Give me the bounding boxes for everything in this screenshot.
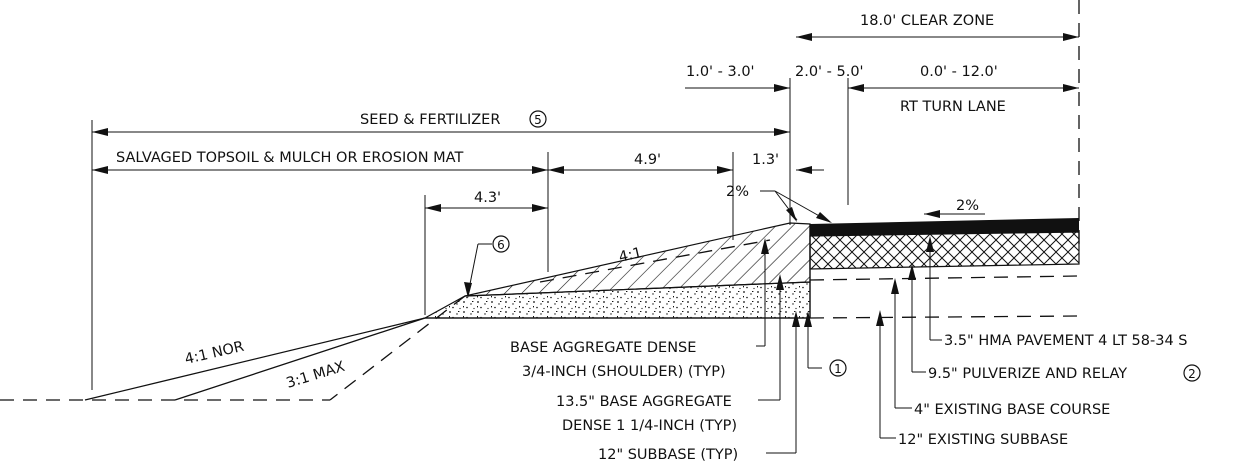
fore-slope-label: 4:1 xyxy=(617,245,643,266)
note-2-circle xyxy=(1183,364,1201,382)
note-5-number: 5 xyxy=(534,113,542,127)
pulverize-label: 9.5" PULVERIZE AND RELAY xyxy=(928,366,1127,382)
max-slope-line xyxy=(174,317,426,401)
note-6-number: 6 xyxy=(497,238,505,252)
seed-fertilizer-label: SEED & FERTILIZER xyxy=(360,112,500,128)
hma-label: 3.5" HMA PAVEMENT 4 LT 58-34 S xyxy=(944,333,1187,349)
note-1-number: 1 xyxy=(834,362,842,376)
dim-1-3b-label: 1.3' xyxy=(752,152,779,168)
hma-pavement-layer xyxy=(810,218,1079,236)
base-agg-shoulder-line2: 3/4-INCH (SHOULDER) (TYP) xyxy=(522,364,726,380)
dim-2-5-label: 2.0' - 5.0' xyxy=(795,64,864,80)
base-agg-13-line1: 13.5" BASE AGGREGATE xyxy=(556,394,732,410)
salvaged-topsoil-label: SALVAGED TOPSOIL & MULCH OR EROSION MAT xyxy=(116,150,463,166)
existing-subbase-label: 12" EXISTING SUBBASE xyxy=(898,432,1068,448)
note-1-circle xyxy=(829,359,847,377)
existing-base-bottom-line xyxy=(809,275,1080,281)
shoulder-slope-label: 2% xyxy=(726,184,749,200)
nor-slope-line xyxy=(84,317,426,401)
base-agg-shoulder-line1: BASE AGGREGATE DENSE xyxy=(510,340,696,356)
existing-subbase-bottom-line xyxy=(809,315,1080,319)
rt-turn-lane-label: RT TURN LANE xyxy=(900,99,1006,115)
dim-1-3-label: 1.0' - 3.0' xyxy=(686,64,755,80)
dim-4-9-label: 4.9' xyxy=(634,152,661,168)
subbase-12-label: 12" SUBBASE (TYP) xyxy=(598,447,738,463)
pulverize-layer xyxy=(809,231,1080,270)
base-agg-13-line2: DENSE 1 1/4-INCH (TYP) xyxy=(562,418,737,434)
note-5-circle xyxy=(529,110,547,128)
subbase-slope-dash xyxy=(329,295,466,401)
note-6-circle xyxy=(492,235,510,253)
dim-0-12-label: 0.0' - 12.0' xyxy=(920,64,998,80)
pavement-slope-label: 2% xyxy=(956,198,979,214)
existing-base-label: 4" EXISTING BASE COURSE xyxy=(914,402,1110,418)
note-2-number: 2 xyxy=(1188,367,1196,381)
max-slope-label: 3:1 MAX xyxy=(284,359,346,392)
clear-zone-label: 18.0' CLEAR ZONE xyxy=(860,13,994,29)
dim-4-3-label: 4.3' xyxy=(474,190,501,206)
subgrade-dash-line xyxy=(539,239,771,283)
